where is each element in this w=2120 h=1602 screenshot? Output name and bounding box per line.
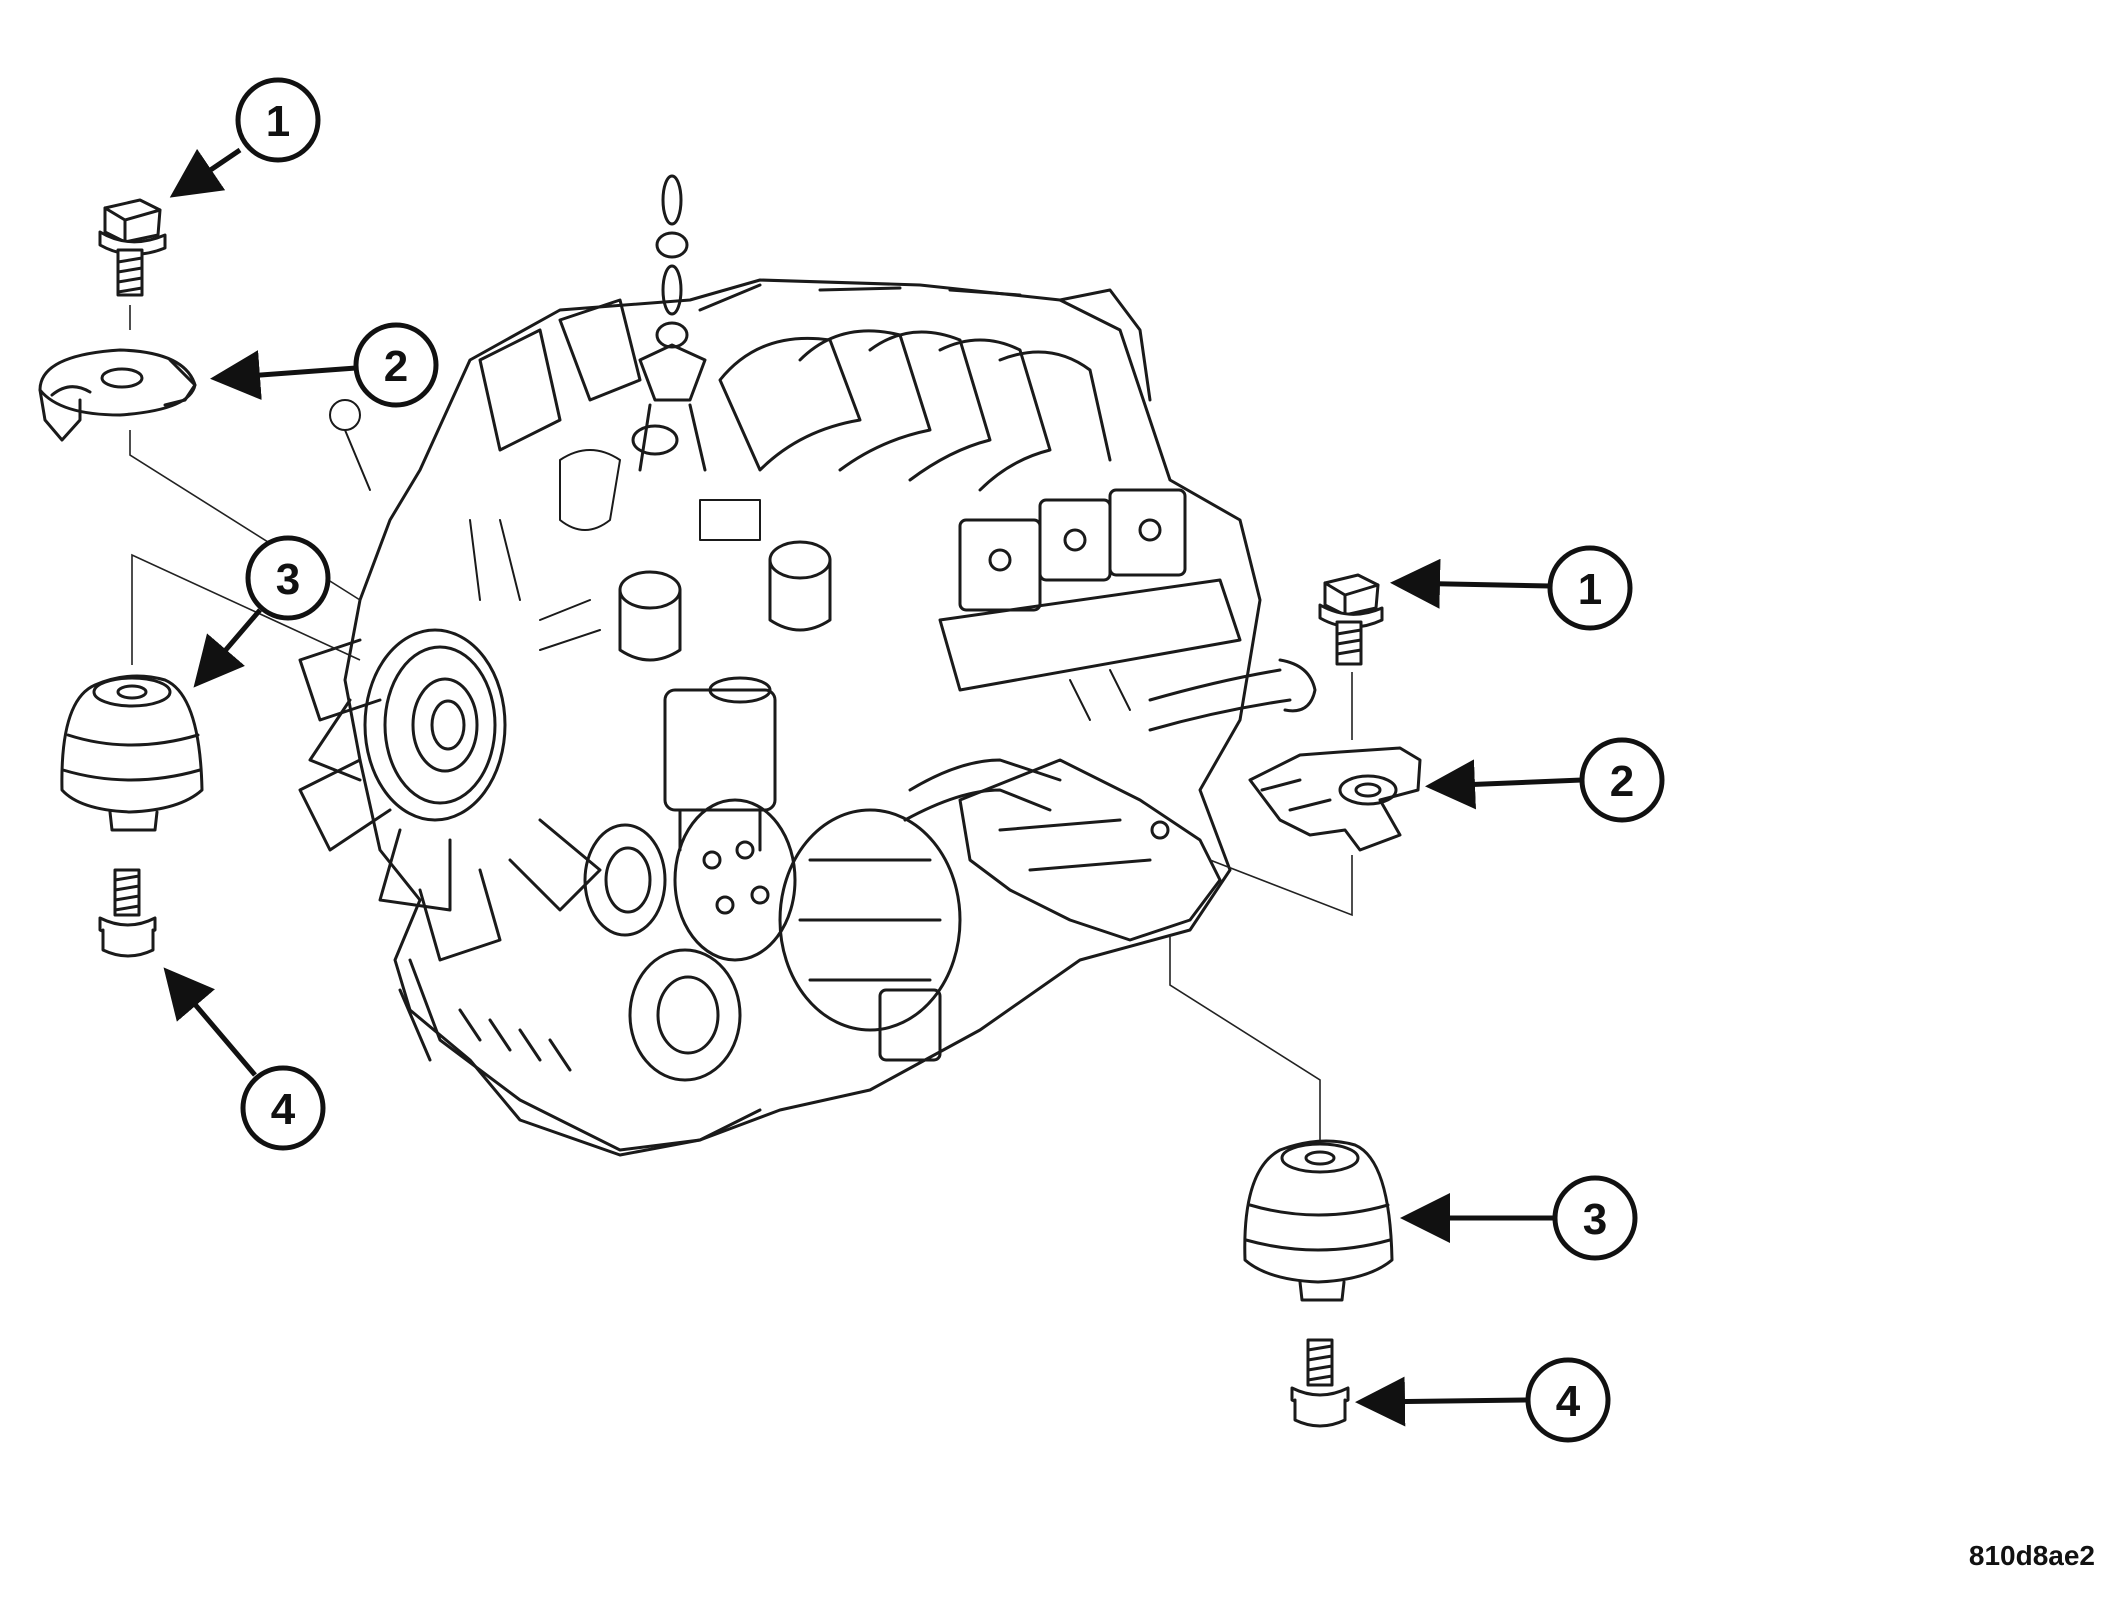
coolant-hoses <box>903 658 1317 822</box>
callout-left-1: 1 <box>169 77 321 198</box>
alternator <box>778 808 962 1062</box>
power-steering-reservoir <box>663 676 777 852</box>
callout-number: 1 <box>266 97 290 146</box>
left-mount-insulator <box>60 674 204 832</box>
callout-number: 3 <box>276 555 300 604</box>
right-mount-insulator <box>1243 1139 1394 1302</box>
callout-number: 1 <box>1578 565 1602 614</box>
right-mount-bracket <box>1248 746 1422 852</box>
oil-pan <box>398 958 762 1152</box>
power-steering-pulley <box>673 798 797 962</box>
left-mount-upper-bolt <box>98 198 167 297</box>
idler-pulley <box>583 823 667 937</box>
callout-left-4: 4 <box>163 967 326 1151</box>
right-mount-stack <box>1169 573 1422 1428</box>
callout-right-2: 2 <box>1425 737 1665 823</box>
engine-details <box>329 399 1131 721</box>
left-mount-stack <box>38 198 361 958</box>
right-mount-lower-bolt <box>1290 1338 1350 1428</box>
figure-id: 810d8ae2 <box>1969 1540 2095 1571</box>
crankshaft-damper <box>628 948 742 1082</box>
engine-assembly <box>298 174 1317 1157</box>
water-pump-pulley <box>363 628 507 822</box>
callout-left-2: 2 <box>210 322 439 408</box>
callout-right-4: 4 <box>1355 1357 1611 1443</box>
callout-number: 4 <box>271 1085 296 1134</box>
callout-number: 2 <box>384 342 408 391</box>
right-engine-bracket <box>958 758 1222 942</box>
cooling-fan <box>298 638 602 962</box>
callout-number: 3 <box>1583 1195 1607 1244</box>
right-leader-lines <box>1169 672 1353 1140</box>
ignition-coils <box>938 488 1242 692</box>
callout-left-3: 3 <box>193 535 331 688</box>
left-mount-bracket <box>38 348 197 442</box>
callout-number: 2 <box>1610 757 1634 806</box>
callout-right-1: 1 <box>1390 545 1633 631</box>
right-mount-upper-bolt <box>1318 573 1384 666</box>
left-mount-lower-bolt <box>98 868 157 958</box>
intake-manifold <box>478 283 1152 492</box>
oil-filler-cap <box>618 540 832 662</box>
lifting-chain <box>631 174 707 472</box>
callout-right-3: 3 <box>1400 1175 1638 1261</box>
callout-number: 4 <box>1556 1377 1581 1426</box>
